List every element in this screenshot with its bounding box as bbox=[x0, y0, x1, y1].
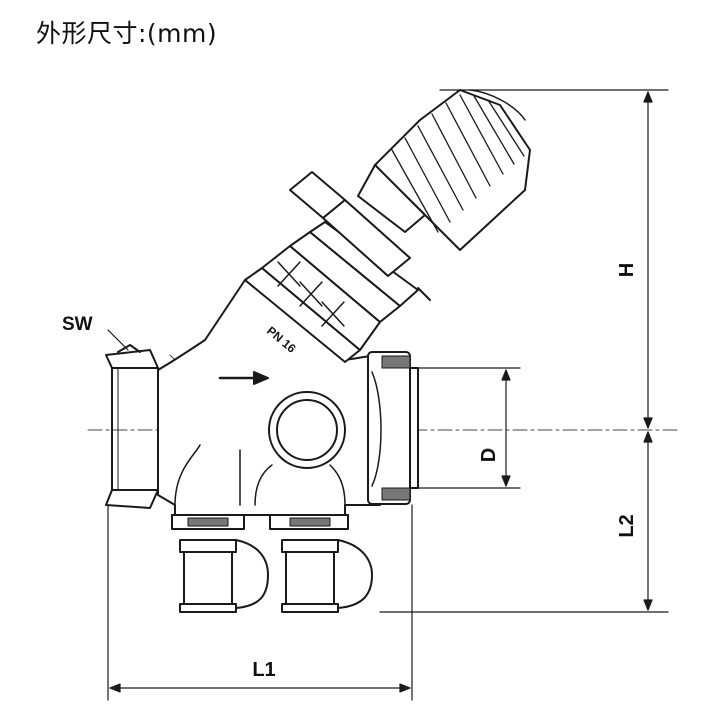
dimension-h bbox=[439, 89, 669, 429]
handwheel-knob bbox=[357, 89, 531, 251]
test-port-left bbox=[171, 514, 269, 613]
center-port bbox=[268, 391, 346, 469]
sw-label: SW bbox=[62, 314, 93, 335]
right-union-nut bbox=[367, 351, 419, 505]
test-port-right bbox=[269, 514, 373, 613]
flow-arrow-icon bbox=[218, 371, 269, 385]
h-label: H bbox=[616, 263, 638, 277]
valve-stem bbox=[289, 171, 411, 277]
valve-bonnet bbox=[244, 221, 431, 363]
sw-leader-line bbox=[107, 329, 129, 351]
dimension-d bbox=[417, 367, 521, 489]
page-title: 外形尺寸:(mm) bbox=[36, 19, 218, 48]
l2-label: L2 bbox=[616, 514, 638, 537]
d-label: D bbox=[478, 448, 500, 462]
left-hex-nut bbox=[105, 344, 159, 509]
dimension-l1 bbox=[107, 504, 413, 701]
l1-label: L1 bbox=[252, 659, 275, 681]
dimension-l2 bbox=[379, 431, 669, 613]
